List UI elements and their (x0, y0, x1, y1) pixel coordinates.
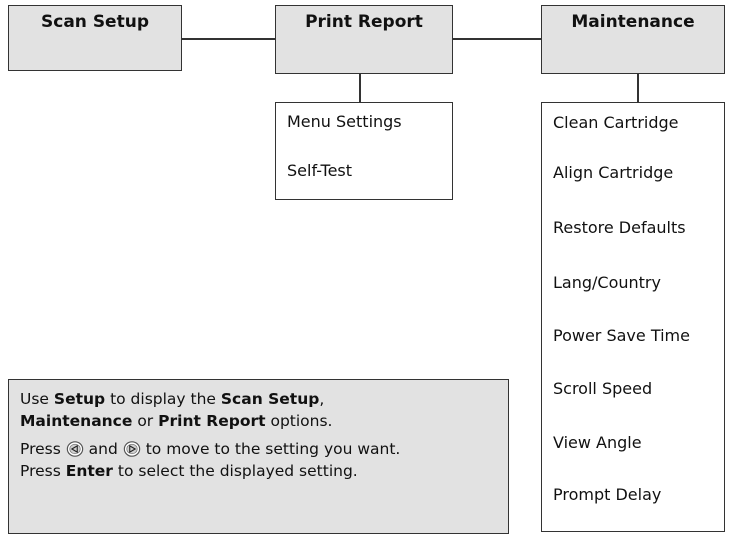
print-report-menu: Print Report (275, 5, 453, 74)
scan-setup-menu: Scan Setup (8, 5, 182, 71)
print-report-item-self-test: Self-Test (287, 161, 353, 180)
instructions-line-2: Press and to move to the setting you wan… (20, 440, 401, 480)
print-report-submenu: Menu Settings Self-Test (275, 102, 453, 200)
maintenance-item: Power Save Time (553, 326, 690, 345)
maintenance-menu: Maintenance (541, 5, 725, 74)
maintenance-item: View Angle (553, 433, 642, 452)
maintenance-item: Align Cartridge (553, 163, 674, 182)
connector-maint-sub (637, 73, 639, 103)
scan-setup-label: Scan Setup (41, 12, 149, 32)
maintenance-label: Maintenance (571, 12, 695, 32)
connector-scan-print (181, 38, 276, 40)
print-report-label: Print Report (305, 12, 423, 32)
instructions-line-1: Use Setup to display the Scan Setup, Mai… (20, 390, 333, 430)
connector-print-sub (359, 73, 361, 103)
left-arrow-button-icon (66, 441, 83, 457)
right-arrow-button-icon (123, 441, 141, 457)
maintenance-item: Scroll Speed (553, 379, 653, 398)
maintenance-item: Clean Cartridge (553, 113, 679, 132)
instructions-box: Use Setup to display the Scan Setup, Mai… (8, 379, 509, 534)
maintenance-item: Lang/Country (553, 273, 661, 292)
maintenance-item: Prompt Delay (553, 485, 662, 504)
connector-print-maint (452, 38, 542, 40)
maintenance-item: Restore Defaults (553, 218, 686, 237)
maintenance-submenu: Clean Cartridge Align Cartridge Restore … (541, 102, 725, 532)
print-report-item-menu-settings: Menu Settings (287, 112, 402, 131)
